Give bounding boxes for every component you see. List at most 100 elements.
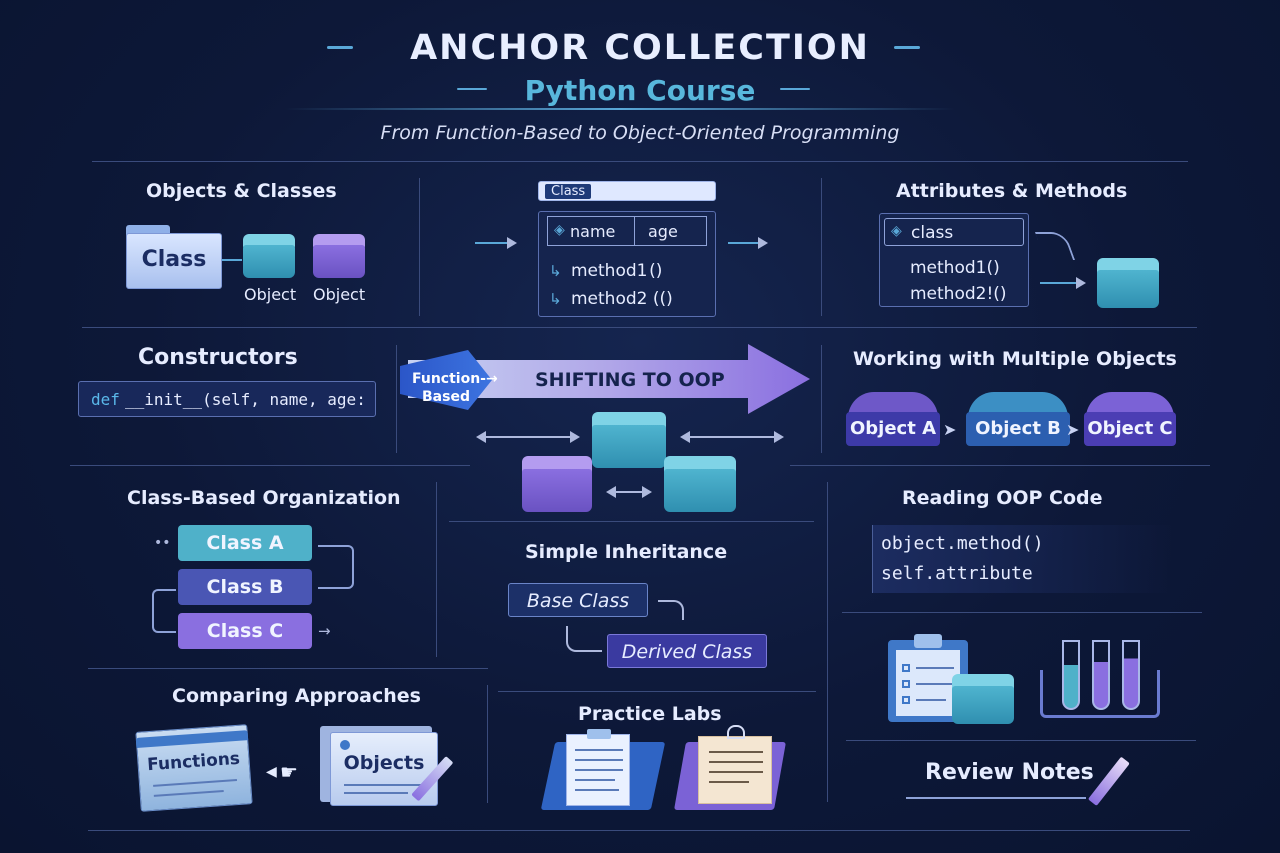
document-icon (566, 729, 630, 806)
folder-icon: Class (126, 225, 222, 289)
cube-icon (952, 674, 1014, 724)
review-title: Review Notes (925, 760, 1094, 785)
pencil-icon (1087, 756, 1130, 806)
divider (846, 740, 1196, 741)
base-class: Base Class (526, 590, 630, 612)
objects-classes-title: Objects & Classes (146, 180, 337, 202)
arrow-right-icon: → (318, 622, 331, 640)
double-arrow (606, 486, 652, 498)
attributes-row: ◈ name age (547, 216, 707, 246)
double-arrow (680, 431, 784, 443)
subtitle-dash-left (457, 88, 487, 90)
attr-name: name (570, 222, 616, 241)
class-box-header: ◈ class (884, 218, 1024, 246)
reading-code-title: Reading OOP Code (902, 487, 1103, 509)
connector (658, 600, 684, 620)
cube-icon (664, 456, 736, 512)
arrow-right-icon: ➤ (943, 420, 957, 439)
title-dash-right (894, 46, 920, 49)
class-c: Class C (178, 613, 312, 649)
divider (436, 482, 437, 657)
object-label: Object (244, 285, 297, 304)
class-org-title: Class-Based Organization (127, 487, 401, 509)
method-2: method2 (() (571, 289, 673, 309)
divider (842, 612, 1202, 613)
shift-from-line-1: Function-→ (412, 371, 498, 387)
arrow-right (1040, 277, 1086, 289)
code-line-1: object.method() (881, 533, 1044, 554)
shift-from: Function-→ Based (412, 370, 498, 406)
object-a: Object A (846, 412, 940, 446)
cube-icon (592, 412, 666, 468)
class-tab-label: Class (545, 184, 592, 199)
divider (70, 465, 470, 466)
arrow-right-icon: ➤ (1066, 420, 1080, 439)
page-subtitle: Python Course (524, 74, 756, 107)
document-icon: Functions (135, 724, 253, 812)
method-icon: ↳ (549, 290, 562, 308)
shift-arrow (400, 344, 810, 414)
method-icon: ↳ (549, 262, 562, 280)
connector (152, 589, 176, 633)
divider (396, 345, 397, 453)
derived-class: Derived Class (621, 641, 753, 663)
constructors-title: Constructors (138, 345, 298, 370)
title-dash-left (327, 46, 353, 49)
class-diagram: ◈ name age ↳ method1 () ↳ method2 (() (538, 211, 716, 317)
divider (82, 327, 1197, 328)
divider (88, 668, 488, 669)
chevron-right-icon (1034, 232, 1076, 260)
arrow-right (728, 237, 768, 249)
header-glow-line (285, 108, 955, 110)
multiple-objects-title: Working with Multiple Objects (853, 348, 1177, 370)
constructor-code: def __init__(self, name, age: (78, 381, 376, 417)
method-1: method1() (910, 258, 1000, 278)
hand-pointer-icon: ☛ (280, 760, 298, 784)
divider (827, 482, 828, 802)
test-tubes-icon (1040, 636, 1160, 722)
connector (222, 259, 242, 261)
connector (566, 626, 602, 652)
class-box-label: class (911, 223, 954, 243)
cube-icon (522, 456, 592, 512)
code-signature: __init__(self, name, age: (125, 390, 366, 409)
code-sample: object.method() self.attribute (872, 525, 1172, 593)
python-icon: ◈ (554, 222, 565, 238)
object-label: Object (313, 285, 366, 304)
code-line-2: self.attribute (881, 563, 1033, 584)
class-label: Class (141, 247, 207, 272)
objects-label: Objects (343, 752, 425, 774)
object-b: Object B (966, 412, 1070, 446)
attr-age: age (648, 222, 678, 241)
divider (487, 685, 488, 803)
object-c: Object C (1084, 412, 1176, 446)
inheritance-title: Simple Inheritance (525, 541, 728, 563)
divider (92, 161, 1188, 162)
method-2: method2!() (910, 284, 1007, 304)
divider (498, 691, 816, 692)
tagline: From Function-Based to Object-Oriented P… (380, 122, 900, 144)
base-class-box: Base Class (508, 583, 648, 617)
shift-label: SHIFTING TO OOP (535, 369, 725, 391)
underline (906, 797, 1086, 799)
dots: •• (154, 535, 171, 551)
cube-icon (313, 234, 365, 278)
class-diagram-tab: Class (538, 181, 716, 201)
divider (790, 465, 1210, 466)
labs-title: Practice Labs (578, 703, 722, 725)
divider (821, 178, 822, 316)
divider (821, 345, 822, 453)
derived-class-box: Derived Class (607, 634, 767, 668)
cube-icon (1097, 258, 1159, 308)
arrow-right (475, 237, 517, 249)
attributes-methods-title: Attributes & Methods (896, 180, 1128, 202)
class-b: Class B (178, 569, 312, 605)
divider (419, 178, 420, 316)
arrow-left-icon: ◀ (266, 764, 277, 780)
class-box: ◈ class method1() method2!() (879, 213, 1029, 307)
code-keyword: def (91, 390, 120, 409)
connector (318, 545, 354, 589)
divider (449, 521, 814, 522)
clipboard-icon (698, 725, 772, 804)
shift-from-line-2: Based (422, 389, 470, 405)
